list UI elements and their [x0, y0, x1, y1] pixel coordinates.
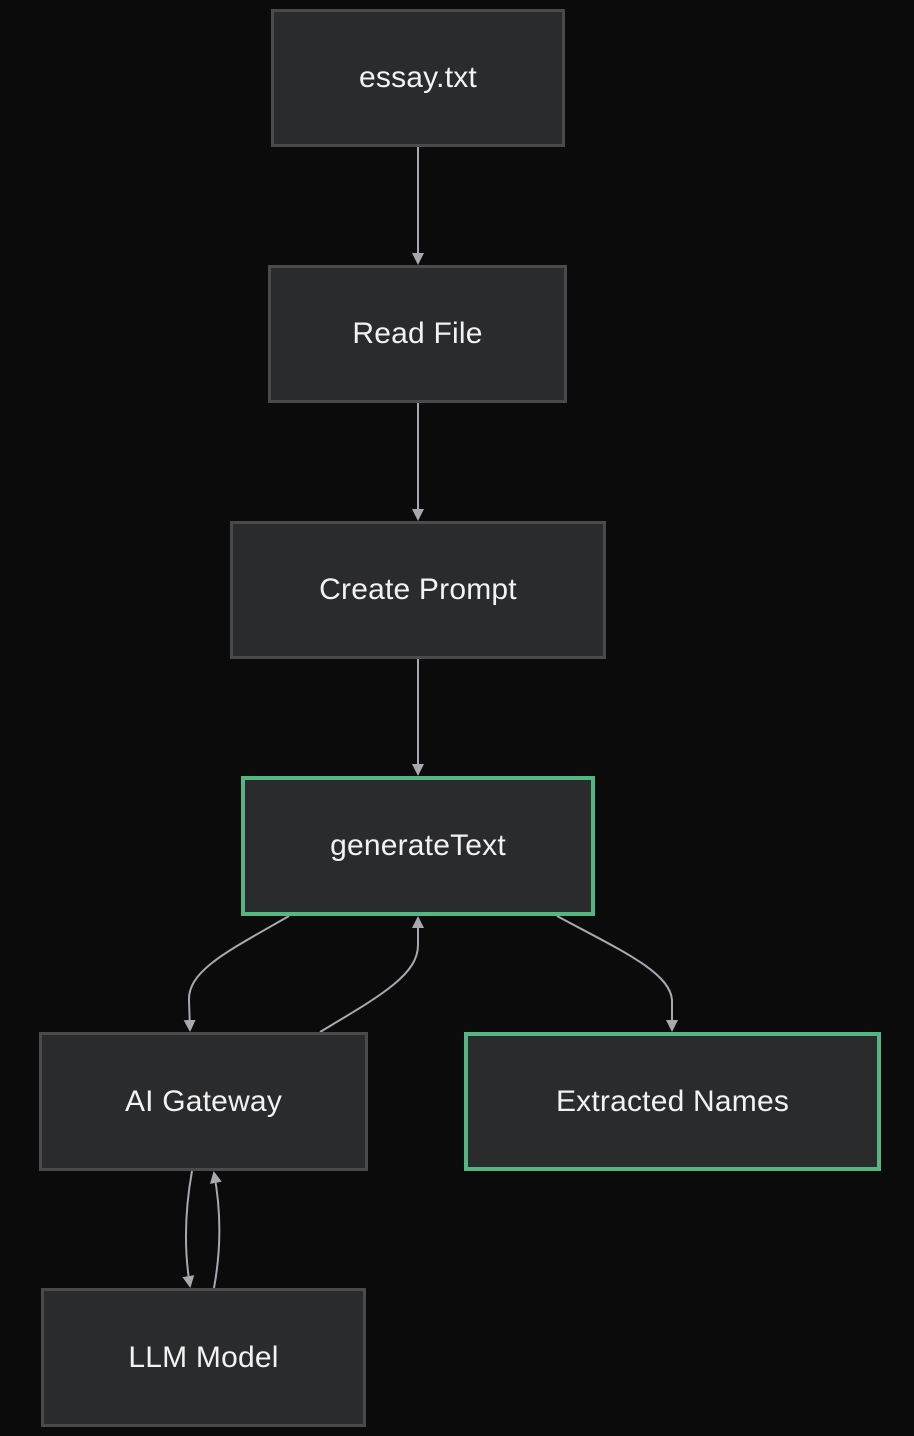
edge-ai-gateway-to-generate-text: [319, 916, 424, 1033]
edge-ai-gateway-to-llm-model: [182, 1170, 195, 1288]
node-extracted-names-label: Extracted Names: [555, 1084, 790, 1118]
node-create-prompt-label: Create Prompt: [319, 573, 517, 606]
node-ai-gateway-label: AI Gateway: [124, 1084, 283, 1118]
node-llm-model-label: LLM Model: [128, 1340, 279, 1374]
edge-generate-text-to-ai-gateway: [183, 915, 290, 1032]
node-llm-model: LLM Model: [41, 1288, 366, 1427]
node-create-prompt: Create Prompt: [230, 521, 606, 659]
node-essay-txt: essay.txt: [271, 9, 565, 147]
edge-llm-model-to-ai-gateway: [209, 1171, 222, 1289]
node-extracted-names: Extracted Names: [464, 1032, 881, 1171]
node-essay-txt-label: essay.txt: [359, 61, 477, 94]
node-read-file-label: Read File: [352, 317, 483, 350]
node-ai-gateway: AI Gateway: [39, 1032, 368, 1171]
edge-generate-text-to-extracted-names: [556, 915, 678, 1032]
node-generate-text: generateText: [241, 776, 595, 916]
node-generate-text-label: generateText: [330, 829, 506, 862]
node-read-file: Read File: [268, 265, 567, 403]
